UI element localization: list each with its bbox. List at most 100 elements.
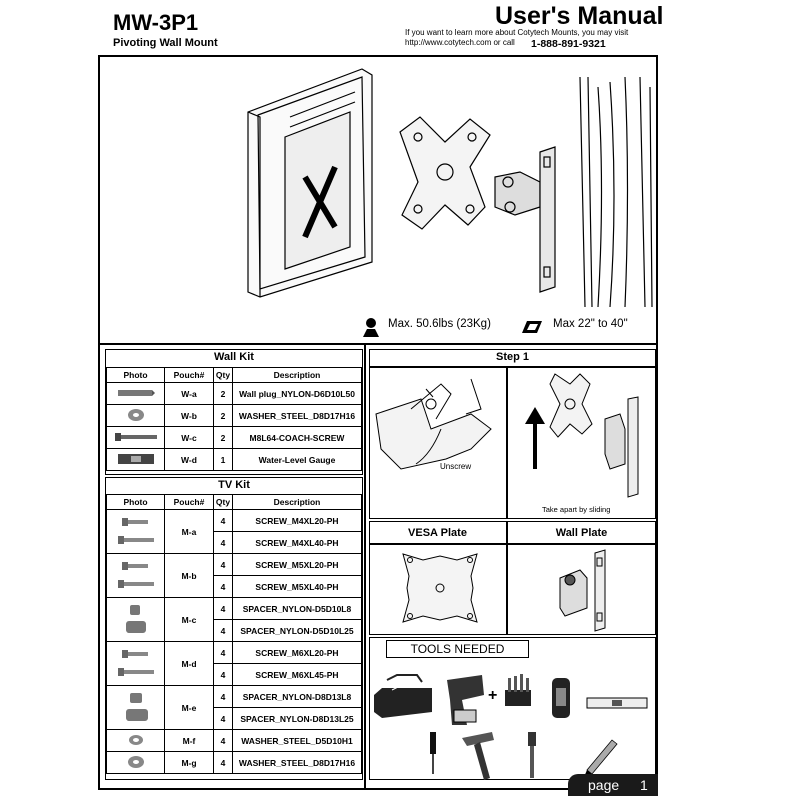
step1-title-rule [369, 366, 656, 368]
column-divider [364, 345, 366, 788]
screw-m5-icon [106, 553, 165, 598]
pouch-cell: M-b [164, 553, 214, 598]
qty-cell: 4 [213, 685, 233, 708]
table-row: W-a 2 Wall plug_NYLON-D6D10L50 [106, 382, 362, 405]
pouch-cell: W-b [164, 404, 214, 427]
qty-cell: 4 [213, 531, 233, 554]
description-cell: SCREW_M4XL20-PH [232, 509, 362, 532]
step1-box [369, 349, 656, 519]
unscrew-label: Unscrew [440, 462, 472, 471]
drill-icon [447, 675, 484, 725]
screw-m6-icon [106, 641, 165, 686]
description-cell: SCREW_M6XL45-PH [232, 663, 362, 686]
screw-m4-icon [106, 509, 165, 554]
page-number: 1 [640, 777, 648, 793]
tv-kit-box [105, 477, 363, 780]
table-row: W-b 2 WASHER_STEEL_D8D17H16 [106, 404, 362, 427]
info-text: If you want to learn more about Cotytech… [405, 28, 628, 48]
page-word: page [588, 777, 620, 793]
tools-title: TOOLS NEEDED [386, 640, 529, 658]
table-row: M-d 4 SCREW_M6XL20-PH [106, 641, 362, 686]
pouch-cell: M-a [164, 509, 214, 554]
description-cell: SCREW_M6XL20-PH [232, 641, 362, 664]
col-description: Description [232, 494, 362, 510]
table-row: M-e 4 SPACER_NYLON-D8D13L8 [106, 685, 362, 730]
table-row: 4 SPACER_NYLON-D5D10L25 [107, 619, 362, 642]
wall-plate-illustration [559, 549, 606, 632]
tv-kit-header-row: Photo Pouch# Qty Description [106, 494, 362, 510]
mount-illustration [247, 68, 653, 308]
pouch-cell: M-g [164, 751, 214, 774]
slide-apart-illustration [525, 373, 639, 498]
qty-cell: 4 [213, 751, 233, 774]
tools-illustration: + [374, 674, 648, 780]
table-row: M-c 4 SPACER_NYLON-D5D10L8 [106, 597, 362, 642]
col-photo: Photo [106, 367, 165, 383]
qty-cell: 4 [213, 641, 233, 664]
washer-d8-icon [106, 751, 165, 774]
table-row: 4 SCREW_M6XL45-PH [107, 663, 362, 686]
qty-cell: 1 [213, 448, 233, 471]
qty-cell: 4 [213, 663, 233, 686]
tape-measure-icon [552, 678, 570, 718]
wall-kit-header-row: Photo Pouch# Qty Description [106, 367, 362, 383]
pouch-cell: W-d [164, 448, 214, 471]
unscrew-illustration [375, 378, 492, 470]
tv-kit-title: TV Kit [218, 479, 250, 491]
step1-split [506, 366, 508, 519]
wall-kit-title: Wall Kit [214, 351, 254, 363]
parts-box [369, 521, 656, 635]
col-photo: Photo [106, 494, 165, 510]
coach-screw-icon [106, 426, 165, 449]
qty-cell: 4 [213, 597, 233, 620]
max-size: Max 22" to 40" [553, 318, 628, 330]
description-cell: SPACER_NYLON-D8D13L8 [232, 685, 362, 708]
table-row: M-b 4 SCREW_M5XL20-PH [106, 553, 362, 598]
product-subtitle: Pivoting Wall Mount [113, 37, 218, 49]
col-pouch: Pouch# [164, 367, 214, 383]
hammer-icon [462, 732, 494, 780]
description-cell: SPACER_NYLON-D5D10L8 [232, 597, 362, 620]
washer-d5-icon [106, 729, 165, 752]
qty-cell: 4 [213, 729, 233, 752]
qty-cell: 4 [213, 509, 233, 532]
qty-cell: 4 [213, 707, 233, 730]
phone-number: 1-888-891-9321 [531, 38, 606, 50]
pouch-cell: M-e [164, 685, 214, 730]
qty-cell: 4 [213, 619, 233, 642]
description-cell: Wall plug_NYLON-D6D10L50 [232, 382, 362, 405]
slide-label: Take apart by sliding [542, 505, 611, 514]
main-frame [98, 55, 658, 790]
col-qty: Qty [213, 494, 233, 510]
drill-bits-icon [505, 674, 531, 706]
col-pouch: Pouch# [164, 494, 214, 510]
description-cell: WASHER_STEEL_D5D10H1 [232, 729, 362, 752]
model-number: MW-3P1 [113, 10, 199, 35]
pouch-cell: W-a [164, 382, 214, 405]
vesa-plate-illustration [402, 553, 478, 623]
spacer-d5-icon [106, 597, 165, 642]
parts-title-rule [369, 543, 656, 545]
screwdriver-icon [430, 732, 436, 774]
description-cell: WASHER_STEEL_D8D17H16 [232, 751, 362, 774]
col-description: Description [232, 367, 362, 383]
level-gauge-icon [106, 448, 165, 471]
info-line-2: http://www.cotytech.com or call [405, 38, 515, 47]
manual-title: User's Manual [495, 2, 664, 30]
description-cell: SPACER_NYLON-D8D13L25 [232, 707, 362, 730]
vesa-plate-title: VESA Plate [408, 527, 467, 539]
description-cell: M8L64-COACH-SCREW [232, 426, 362, 449]
qty-cell: 4 [213, 575, 233, 598]
info-line-1: If you want to learn more about Cotytech… [405, 28, 629, 37]
section-divider [100, 343, 656, 345]
table-row: W-d 1 Water-Level Gauge [106, 448, 362, 471]
step1-title: Step 1 [495, 351, 529, 363]
col-qty: Qty [213, 367, 233, 383]
pouch-cell: M-d [164, 641, 214, 686]
pouch-cell: M-f [164, 729, 214, 752]
description-cell: SCREW_M4XL40-PH [232, 531, 362, 554]
pencil-icon [584, 739, 618, 777]
tv-kit-table: Photo Pouch# Qty Description M-a 4 SCREW… [106, 494, 362, 774]
table-row: W-c 2 M8L64-COACH-SCREW [106, 426, 362, 449]
qty-cell: 2 [213, 404, 233, 427]
